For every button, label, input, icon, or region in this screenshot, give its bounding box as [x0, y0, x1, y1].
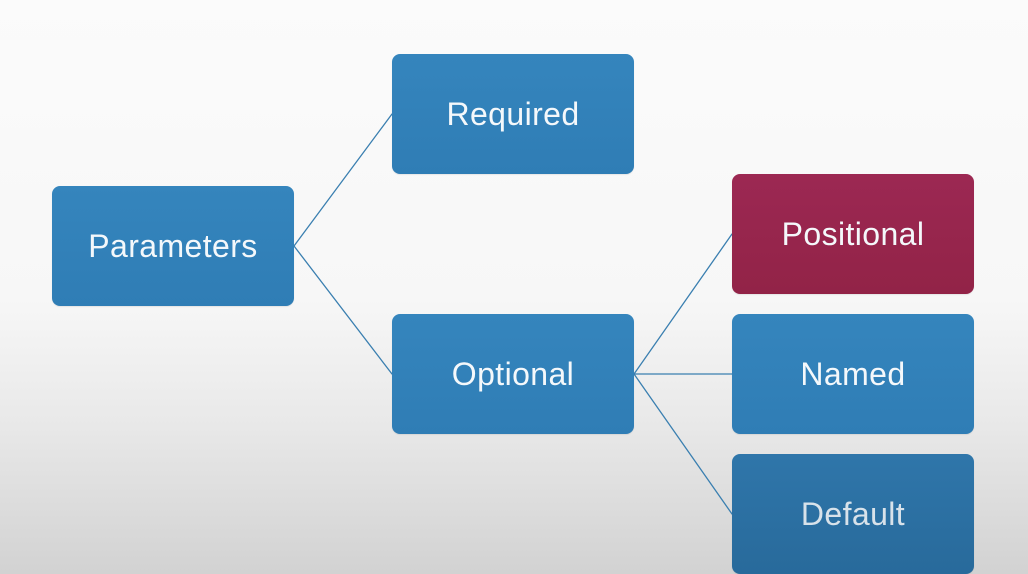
node-required: Required [392, 54, 634, 174]
edge-parameters-required [293, 113, 393, 247]
node-default-label: Default [800, 495, 906, 532]
node-named: Named [732, 314, 974, 434]
node-required-label: Required [446, 95, 580, 132]
edge-optional-positional [633, 233, 733, 375]
node-optional: Optional [392, 314, 634, 434]
node-parameters: Parameters [52, 186, 294, 306]
edge-optional-default [633, 373, 733, 515]
node-named-label: Named [800, 355, 906, 392]
node-positional-label: Positional [781, 215, 925, 252]
edge-parameters-optional [293, 245, 393, 375]
node-positional: Positional [732, 174, 974, 294]
node-optional-label: Optional [451, 355, 575, 392]
node-default: Default [732, 454, 974, 574]
node-parameters-label: Parameters [88, 227, 258, 264]
